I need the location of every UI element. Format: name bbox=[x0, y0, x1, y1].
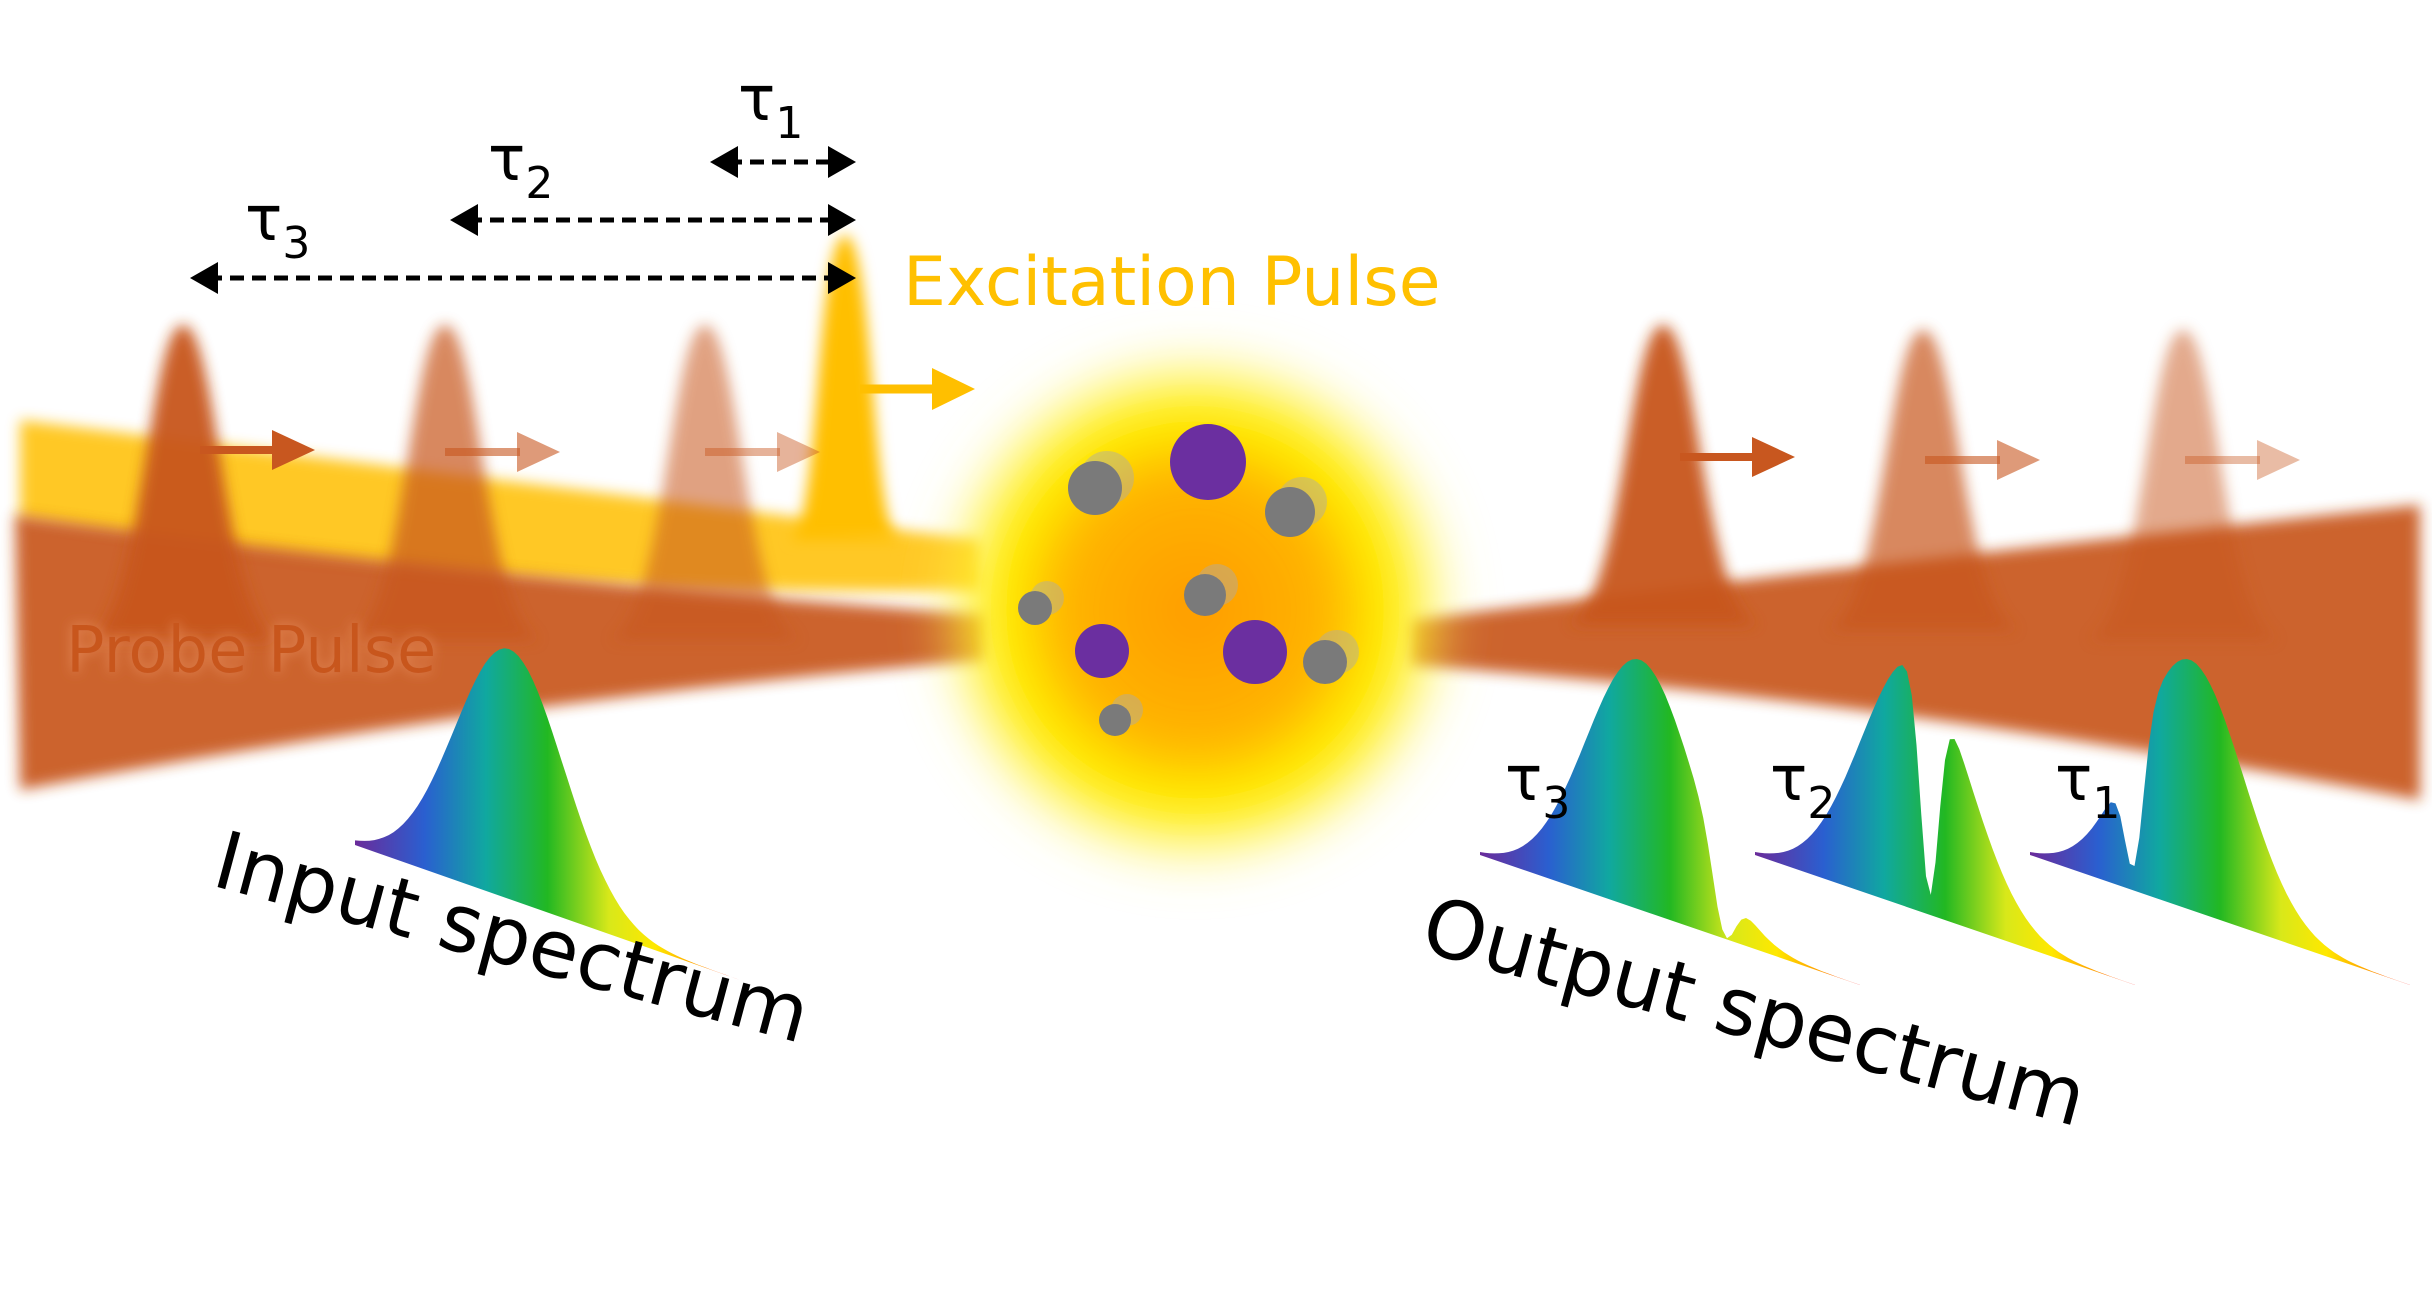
excitation-pulse-peak bbox=[790, 235, 900, 540]
purple-circle-icon bbox=[1223, 620, 1287, 684]
excitation-arrow-head bbox=[932, 368, 975, 410]
excitation-pulse-label: Excitation Pulse bbox=[903, 243, 1441, 322]
delay-label-3: τ3 bbox=[245, 182, 310, 269]
probe-pulse-3 bbox=[610, 325, 800, 640]
output-spectrum-curve-3 bbox=[2030, 659, 2410, 985]
purple-circle-icon bbox=[1170, 424, 1246, 500]
probe-arrow-head-3 bbox=[777, 432, 820, 472]
probe-pulse-2 bbox=[350, 325, 540, 640]
probe-pulse-4 bbox=[1568, 325, 1758, 625]
delay-arrows: τ1 τ2 τ3 bbox=[190, 62, 856, 294]
output-delay-label-1: τ3 bbox=[1505, 742, 1570, 829]
probe-pulse-6 bbox=[2088, 330, 2278, 640]
delay-arrowhead-right-3 bbox=[828, 262, 856, 294]
gray-circle-icon bbox=[1303, 640, 1347, 684]
output-spectrum-curve-2 bbox=[1755, 665, 2135, 985]
probe-arrow-head-4 bbox=[1752, 437, 1795, 477]
gray-circle-icon bbox=[1184, 574, 1226, 616]
output-delay-label-2: τ2 bbox=[1770, 742, 1835, 829]
output-spectrum-curve-1 bbox=[1480, 659, 1860, 985]
probe-arrow-head-2 bbox=[517, 432, 560, 472]
probe-arrow-head-6 bbox=[2257, 440, 2300, 480]
spectra-layer: τ3 τ2 τ1 bbox=[355, 648, 2410, 985]
gray-circle-icon bbox=[1265, 487, 1315, 537]
delay-label-2: τ2 bbox=[488, 122, 553, 209]
probe-pulse-label: Probe Pulse bbox=[66, 614, 436, 688]
input-spectrum-curve bbox=[355, 648, 740, 980]
delay-arrowhead-left-2 bbox=[450, 204, 478, 236]
probe-pulse-5 bbox=[1828, 330, 2018, 630]
gray-circle-icon bbox=[1068, 461, 1122, 515]
delay-arrowhead-right-1 bbox=[828, 146, 856, 178]
output-delay-label-3: τ1 bbox=[2055, 742, 2120, 829]
sample-layer bbox=[925, 340, 1465, 880]
gray-circle-icon bbox=[1018, 591, 1052, 625]
delay-arrowhead-left-1 bbox=[710, 146, 738, 178]
delay-arrowhead-right-2 bbox=[828, 204, 856, 236]
gray-circle-icon bbox=[1099, 704, 1131, 736]
purple-circle-icon bbox=[1075, 624, 1129, 678]
delay-label-1: τ1 bbox=[738, 62, 803, 149]
probe-arrow-head-1 bbox=[272, 430, 315, 470]
probe-arrow-head-5 bbox=[1997, 440, 2040, 480]
probe-pulse-1 bbox=[88, 325, 278, 640]
delay-arrowhead-left-3 bbox=[190, 262, 218, 294]
